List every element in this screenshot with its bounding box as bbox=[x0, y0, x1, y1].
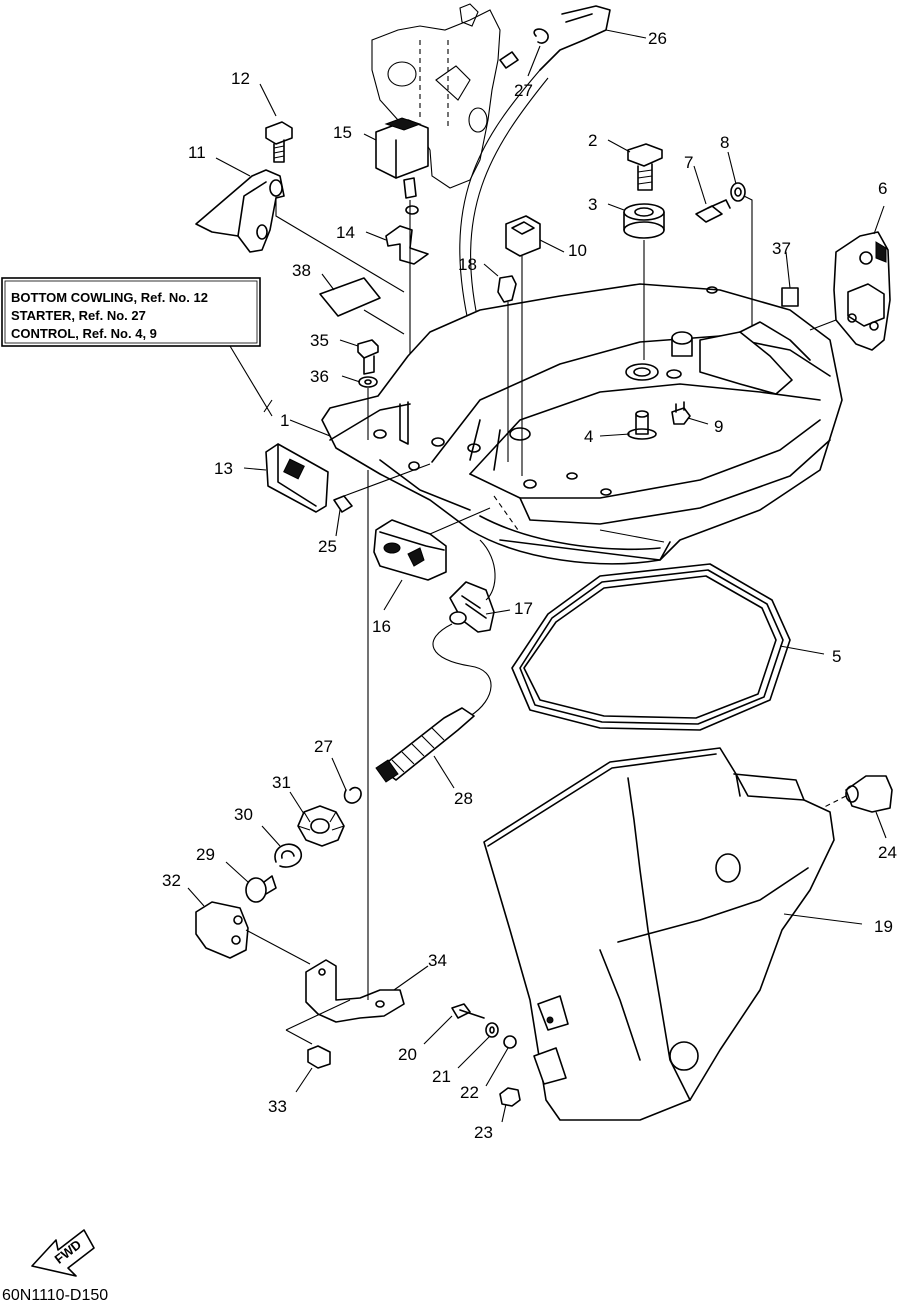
part-28-cable bbox=[375, 623, 492, 783]
part-30-ring bbox=[274, 843, 303, 868]
leader-lines bbox=[187, 29, 887, 1123]
legend-line-1: BOTTOM COWLING, Ref. No. 12 bbox=[11, 290, 208, 305]
part-31-nut bbox=[297, 805, 345, 847]
part-2-bolt bbox=[627, 143, 663, 191]
callout-35: 35 bbox=[310, 331, 329, 350]
callout-23: 23 bbox=[474, 1123, 493, 1142]
callout-13: 13 bbox=[214, 459, 233, 478]
callout-11: 11 bbox=[188, 143, 206, 162]
part-34-bracket bbox=[285, 470, 405, 1045]
callout-6: 6 bbox=[878, 179, 887, 198]
callout-31: 31 bbox=[272, 773, 291, 792]
callout-22: 22 bbox=[460, 1083, 479, 1102]
part-10-grommet bbox=[505, 215, 541, 476]
part-4-stud bbox=[627, 410, 657, 440]
callout-14: 14 bbox=[336, 223, 355, 242]
part-12-bolt bbox=[265, 121, 293, 163]
part-5-seal bbox=[511, 563, 791, 731]
part-3-grommet bbox=[623, 203, 665, 360]
callout-1: 1 bbox=[280, 411, 289, 430]
callout-4: 4 bbox=[584, 427, 593, 446]
callout-30: 30 bbox=[234, 805, 253, 824]
callout-29: 29 bbox=[196, 845, 215, 864]
part-27-clip-lower bbox=[343, 786, 362, 804]
callout-34: 34 bbox=[428, 951, 447, 970]
callout-38: 38 bbox=[292, 261, 311, 280]
callout-37: 37 bbox=[772, 239, 791, 258]
part-7-bolt bbox=[695, 199, 731, 223]
part-23-nut bbox=[499, 1087, 521, 1107]
callout-9: 9 bbox=[714, 417, 723, 436]
diagram-code: 60N1110-D150 bbox=[2, 1287, 108, 1302]
part-32-cap bbox=[195, 901, 311, 965]
legend-line-3: CONTROL, Ref. No. 4, 9 bbox=[11, 326, 157, 341]
callout-16: 16 bbox=[372, 617, 391, 636]
callout-19: 19 bbox=[874, 917, 893, 936]
legend-line-2: STARTER, Ref. No. 27 bbox=[11, 308, 146, 323]
part-20-bolt bbox=[451, 1003, 485, 1019]
callout-28: 28 bbox=[454, 789, 473, 808]
callout-18: 18 bbox=[458, 255, 477, 274]
fwd-arrow-icon: FWD bbox=[31, 1229, 95, 1277]
part-27-clip-top bbox=[499, 28, 549, 69]
callout-24: 24 bbox=[878, 843, 897, 862]
callout-3: 3 bbox=[588, 195, 597, 214]
callout-25: 25 bbox=[318, 537, 337, 556]
callout-20: 20 bbox=[398, 1045, 417, 1064]
part-8-washer bbox=[730, 182, 753, 326]
part-19-apron bbox=[483, 747, 863, 1121]
part-15-grommet bbox=[375, 117, 429, 179]
part-6-bracket bbox=[809, 231, 891, 351]
callout-21: 21 bbox=[432, 1067, 451, 1086]
callout-15: 15 bbox=[333, 123, 352, 142]
part-9-fitting bbox=[671, 401, 691, 425]
callout-5: 5 bbox=[832, 647, 841, 666]
part-21-washer bbox=[485, 1022, 499, 1038]
callout-7: 7 bbox=[684, 153, 693, 172]
part-18-grommet bbox=[497, 275, 517, 462]
part-1-bottom-cowling bbox=[321, 283, 843, 565]
part-25-plug bbox=[333, 463, 431, 513]
callout-32: 32 bbox=[162, 871, 181, 890]
callout-27-lower: 27 bbox=[314, 737, 333, 756]
callout-17: 17 bbox=[514, 599, 533, 618]
part-11-bracket bbox=[195, 169, 405, 293]
part-22-washer bbox=[503, 1035, 517, 1049]
callout-12: 12 bbox=[231, 69, 250, 88]
callout-10: 10 bbox=[568, 241, 587, 260]
callout-2: 2 bbox=[588, 131, 597, 150]
part-35-bolt bbox=[357, 339, 379, 375]
callout-33: 33 bbox=[268, 1097, 287, 1116]
part-16-grommet bbox=[373, 507, 491, 581]
part-33-screw bbox=[307, 1045, 331, 1069]
part-37-label bbox=[781, 287, 799, 307]
callout-8: 8 bbox=[720, 133, 729, 152]
legend-box bbox=[1, 277, 273, 417]
callout-26: 26 bbox=[648, 29, 667, 48]
callout-36: 36 bbox=[310, 367, 329, 386]
part-13-cover bbox=[265, 443, 329, 513]
callout-27-top: 27 bbox=[514, 81, 533, 100]
part-17-grommet bbox=[449, 539, 496, 633]
part-38-label bbox=[319, 277, 405, 335]
part-29-fitting bbox=[245, 875, 277, 903]
